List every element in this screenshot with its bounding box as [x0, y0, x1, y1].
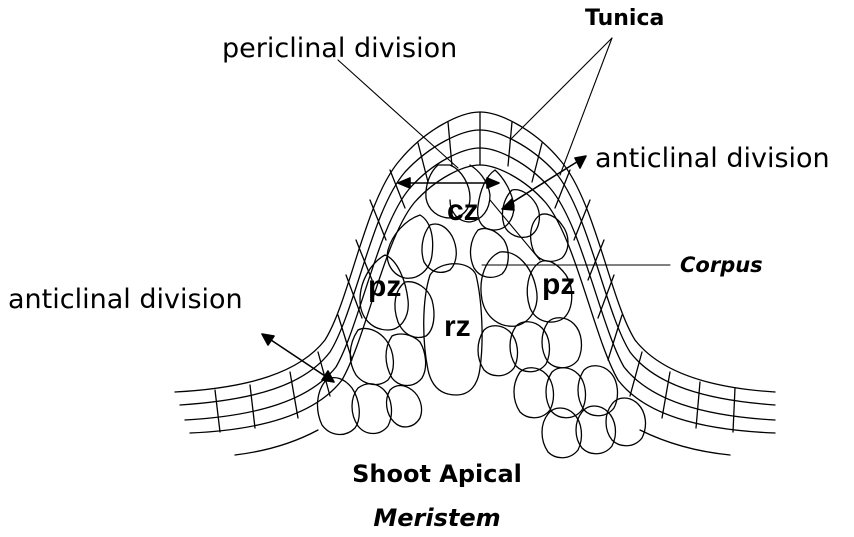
anticlinal-division-right-label: anticlinal division [595, 145, 830, 172]
central-zone-label: cz [447, 196, 479, 226]
tunica-label: Tunica [585, 8, 664, 30]
arrowhead [262, 334, 274, 345]
diagram-title-line-1: Shoot Apical [347, 462, 527, 486]
basal-outline-right [640, 430, 730, 455]
corpus-cells [317, 165, 645, 458]
arrowhead [575, 156, 586, 168]
tunica-leader-line-1 [510, 38, 612, 140]
periclinal-leader-line [338, 60, 458, 168]
corpus-label: Corpus [680, 255, 763, 276]
periclinal-division-label: periclinal division [222, 35, 457, 62]
peripheral-zone-left-label: pz [368, 272, 401, 302]
division-arrows [262, 156, 586, 382]
peripheral-zone-right-label: pz [542, 270, 575, 300]
tunica-layer-3-outline [185, 148, 775, 420]
diagram-title-line-2: Meristem [347, 506, 527, 530]
arrowhead [487, 178, 499, 188]
tunica-inner-outline [190, 165, 775, 433]
anticlinal-division-left-label: anticlinal division [8, 286, 243, 313]
rib-zone-label: rz [444, 312, 471, 342]
basal-outline [235, 430, 318, 455]
